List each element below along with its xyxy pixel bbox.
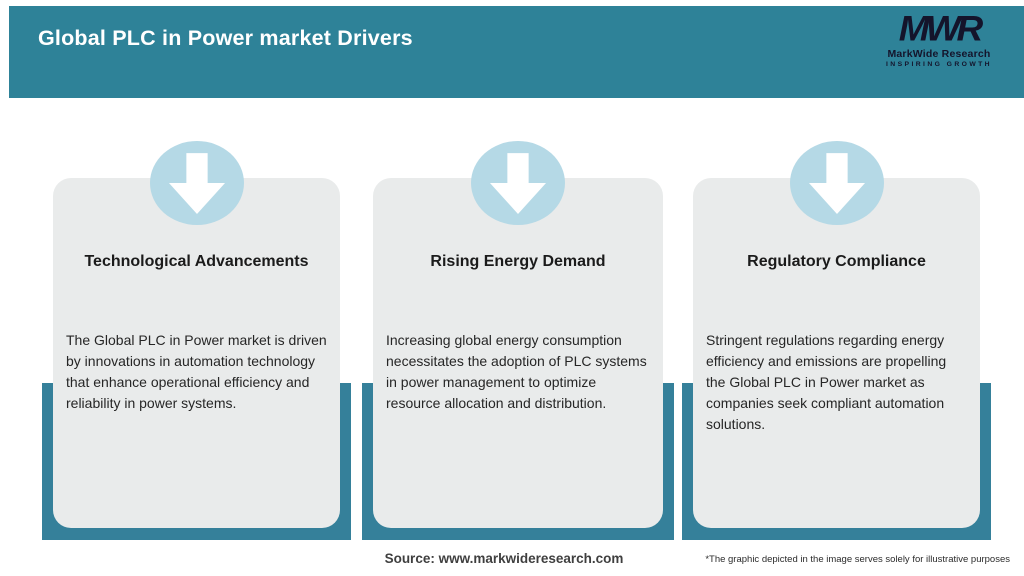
card-body: Regulatory Compliance Stringent regulati…	[693, 178, 980, 528]
logo-tagline: INSPIRING GROWTH	[886, 60, 992, 68]
card-title: Regulatory Compliance	[747, 253, 926, 270]
logo-company-name: MarkWide Research	[887, 48, 991, 60]
card-description: The Global PLC in Power market is driven…	[66, 332, 327, 411]
down-arrow-icon	[489, 153, 547, 214]
down-arrow-icon	[808, 153, 865, 214]
markwide-research-logo: MWR MarkWide Research INSPIRING GROWTH	[874, 10, 1004, 68]
source-text: Source: www.markwideresearch.com	[384, 551, 624, 566]
card-body: Rising Energy Demand Increasing global e…	[373, 178, 663, 528]
down-arrow-icon	[168, 153, 225, 214]
card-title: Technological Advancements	[84, 253, 309, 270]
disclaimer-text: *The graphic depicted in the image serve…	[705, 554, 1010, 565]
mwr-logo-icon: MWR	[898, 9, 983, 48]
down-arrow-badge	[471, 141, 565, 225]
card-title: Rising Energy Demand	[430, 253, 606, 270]
page-title: Global PLC in Power market Drivers	[38, 26, 413, 50]
header-bar: Global PLC in Power market Drivers MWR M…	[9, 6, 1024, 98]
down-arrow-badge	[789, 141, 884, 225]
card-body: Technological Advancements The Global PL…	[53, 178, 340, 528]
driver-card-rising-energy-demand: Rising Energy Demand Increasing global e…	[362, 141, 674, 540]
card-description: Stringent regulations regarding energy e…	[706, 332, 947, 432]
card-description: Increasing global energy consumption nec…	[386, 332, 647, 411]
driver-card-regulatory-compliance: Regulatory Compliance Stringent regulati…	[682, 141, 991, 540]
down-arrow-badge	[149, 141, 244, 225]
driver-card-technological-advancements: Technological Advancements The Global PL…	[42, 141, 351, 540]
